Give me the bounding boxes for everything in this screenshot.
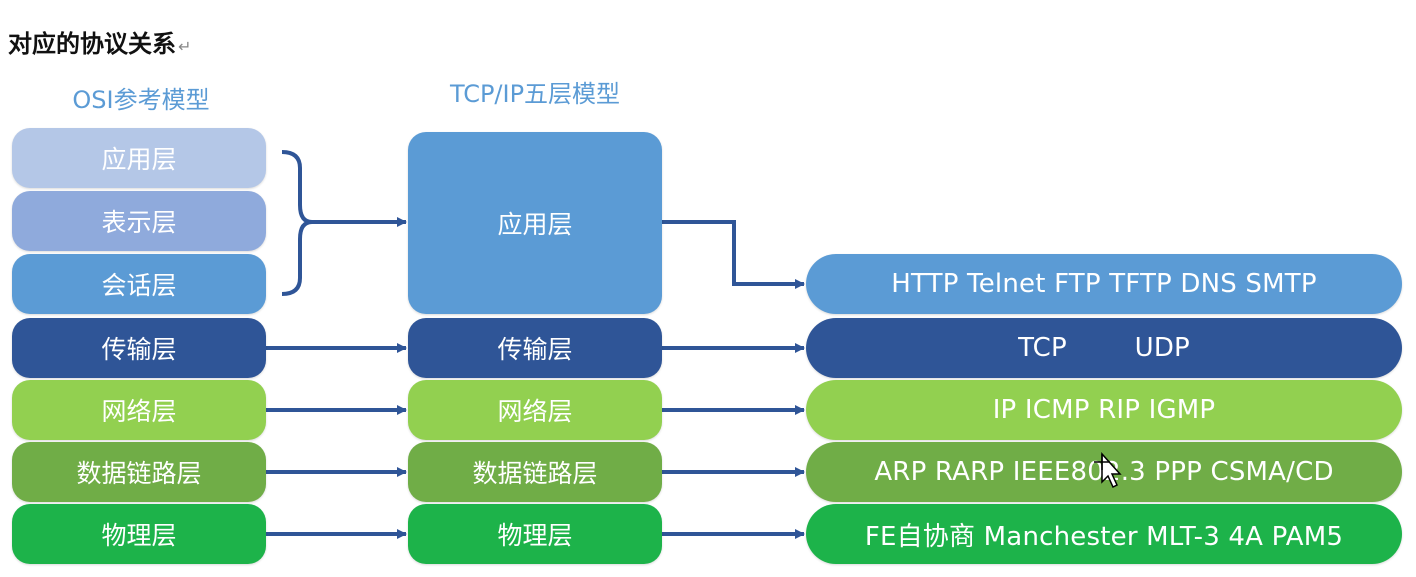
- return-mark: ↵: [178, 37, 192, 56]
- protocols-application: HTTP Telnet FTP TFTP DNS SMTP: [806, 254, 1402, 314]
- tcpip-network-layer: 网络层: [408, 380, 662, 440]
- tcpip-application-layer: 应用层: [408, 132, 662, 314]
- protocols-transport: TCP UDP: [806, 318, 1402, 378]
- protocols-transport-text: TCP UDP: [1018, 333, 1190, 363]
- tcpip-heading: TCP/IP五层模型: [449, 80, 621, 108]
- tcpip-physical-layer: 物理层: [408, 504, 662, 564]
- osi-network-layer: 网络层: [12, 380, 266, 440]
- mouse-cursor-icon: [1094, 452, 1122, 489]
- page-title: 对应的协议关系↵: [8, 30, 192, 58]
- brace: [281, 150, 313, 296]
- tcpip-datalink-layer: 数据链路层: [408, 442, 662, 502]
- osi-heading: OSI参考模型: [72, 86, 210, 114]
- osi-session-layer: 会话层: [12, 254, 266, 314]
- arrow-application-to-http: [662, 220, 805, 289]
- protocols-network: IP ICMP RIP IGMP: [806, 380, 1402, 440]
- osi-physical-layer: 物理层: [12, 504, 266, 564]
- osi-datalink-layer: 数据链路层: [12, 442, 266, 502]
- osi-presentation-layer: 表示层: [12, 191, 266, 251]
- osi-transport-layer: 传输层: [12, 318, 266, 378]
- tcpip-transport-layer: 传输层: [408, 318, 662, 378]
- osi-application-layer: 应用层: [12, 128, 266, 188]
- protocols-physical: FE自协商 Manchester MLT-3 4A PAM5: [806, 504, 1402, 564]
